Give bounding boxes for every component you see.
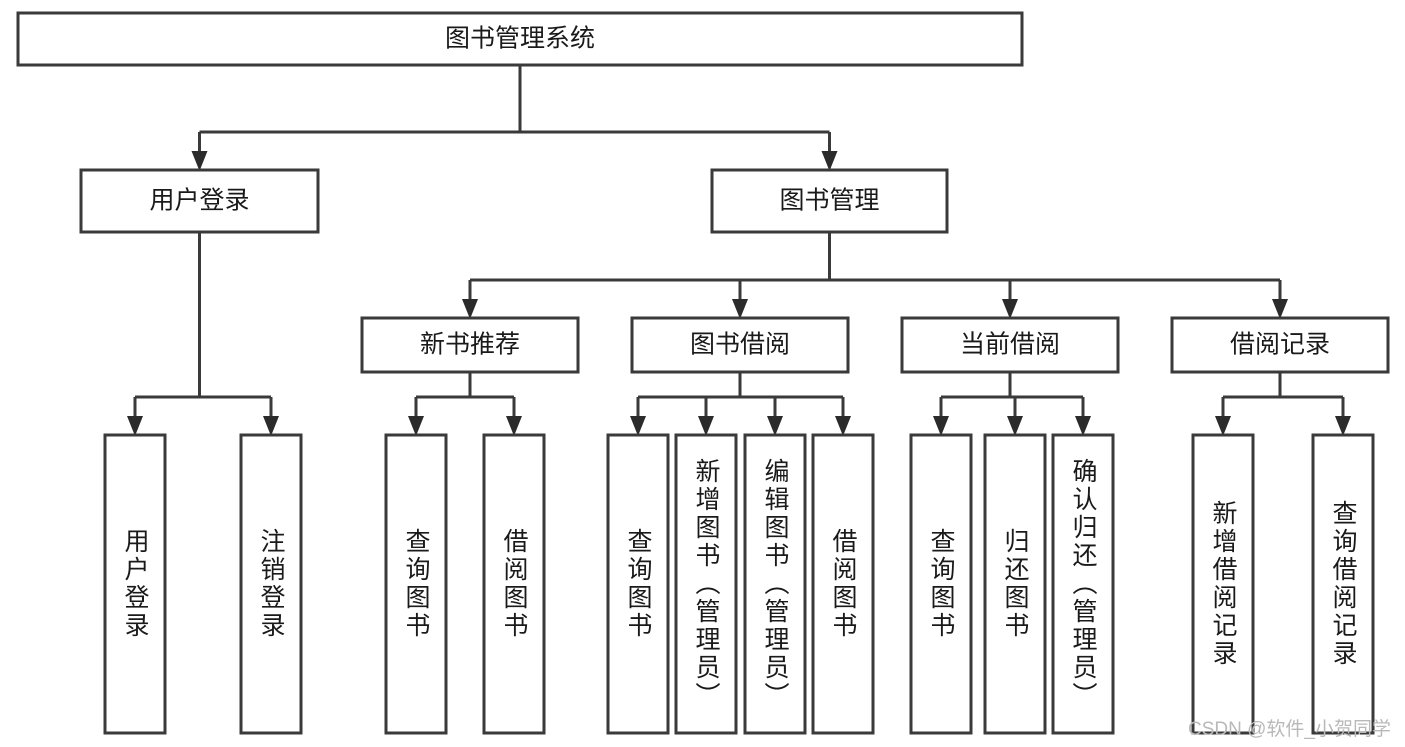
node-leaf-add-borrow-record[interactable]: 新增借阅记录 <box>1191 433 1255 735</box>
node-new-book-recommend[interactable]: 新书推荐 <box>360 316 580 374</box>
node-leaf-borrow-book-recommend[interactable]: 借阅图书 <box>482 433 546 735</box>
node-user-login[interactable]: 用户登录 <box>79 168 320 234</box>
node-leaf-query-book-borrow[interactable]: 查询图书 <box>606 433 670 735</box>
node-label-leaf-add-borrow-record: 新增借阅记录 <box>1209 500 1238 668</box>
node-label-user-login: 用户登录 <box>149 187 249 215</box>
node-box-leaf-add-borrow-record[interactable] <box>1191 433 1255 735</box>
node-box-book-borrow[interactable] <box>630 316 850 374</box>
node-label-leaf-query-book-recommend: 查询图书 <box>402 528 431 640</box>
node-label-leaf-return-book: 归还图书 <box>1001 528 1030 640</box>
node-book-manage[interactable]: 图书管理 <box>710 168 949 234</box>
node-leaf-user-login[interactable]: 用户登录 <box>103 433 167 735</box>
node-label-leaf-logout-login: 注销登录 <box>257 528 286 640</box>
node-leaf-return-book[interactable]: 归还图书 <box>983 433 1047 735</box>
node-box-leaf-borrow-book-recommend[interactable] <box>482 433 546 735</box>
node-leaf-query-borrow-record[interactable]: 查询借阅记录 <box>1311 433 1375 735</box>
node-current-borrow[interactable]: 当前借阅 <box>900 316 1120 374</box>
node-label-leaf-query-book-current: 查询图书 <box>927 528 956 640</box>
node-label-leaf-edit-book-admin: 编辑图书（管理员） <box>761 458 790 710</box>
node-box-leaf-add-book-admin[interactable] <box>674 433 738 735</box>
node-label-leaf-user-login: 用户登录 <box>121 528 150 640</box>
node-box-leaf-query-borrow-record[interactable] <box>1311 433 1375 735</box>
node-label-leaf-borrow-book-recommend: 借阅图书 <box>500 528 529 640</box>
node-layer: 图书管理系统用户登录图书管理新书推荐图书借阅当前借阅借阅记录用户登录注销登录查询… <box>16 11 1390 735</box>
node-label-leaf-query-book-borrow: 查询图书 <box>624 528 653 640</box>
node-leaf-query-book-current[interactable]: 查询图书 <box>909 433 973 735</box>
node-box-leaf-edit-book-admin[interactable] <box>743 433 807 735</box>
node-borrow-record[interactable]: 借阅记录 <box>1170 316 1390 374</box>
node-label-leaf-query-borrow-record: 查询借阅记录 <box>1329 500 1358 668</box>
node-root[interactable]: 图书管理系统 <box>16 11 1024 67</box>
node-label-leaf-confirm-return-admin: 确认归还（管理员） <box>1069 458 1098 710</box>
node-box-borrow-record[interactable] <box>1170 316 1390 374</box>
node-box-leaf-query-book-recommend[interactable] <box>384 433 448 735</box>
node-box-leaf-query-book-borrow[interactable] <box>606 433 670 735</box>
node-box-leaf-user-login[interactable] <box>103 433 167 735</box>
node-box-leaf-logout-login[interactable] <box>239 433 303 735</box>
node-label-new-book-recommend: 新书推荐 <box>420 331 520 359</box>
node-box-root[interactable] <box>16 11 1024 67</box>
node-label-leaf-borrow-book: 借阅图书 <box>829 528 858 640</box>
node-box-leaf-borrow-book[interactable] <box>811 433 875 735</box>
node-box-leaf-return-book[interactable] <box>983 433 1047 735</box>
node-box-new-book-recommend[interactable] <box>360 316 580 374</box>
node-label-leaf-add-book-admin: 新增图书（管理员） <box>692 458 721 710</box>
node-leaf-logout-login[interactable]: 注销登录 <box>239 433 303 735</box>
node-label-current-borrow: 当前借阅 <box>960 331 1060 359</box>
node-label-book-manage: 图书管理 <box>779 187 879 215</box>
node-label-borrow-record: 借阅记录 <box>1230 331 1330 359</box>
connector-layer <box>127 65 1351 436</box>
node-box-leaf-confirm-return-admin[interactable] <box>1051 433 1115 735</box>
node-leaf-borrow-book[interactable]: 借阅图书 <box>811 433 875 735</box>
node-label-book-borrow: 图书借阅 <box>690 331 790 359</box>
node-box-leaf-query-book-current[interactable] <box>909 433 973 735</box>
node-book-borrow[interactable]: 图书借阅 <box>630 316 850 374</box>
node-box-user-login[interactable] <box>79 168 320 234</box>
node-box-book-manage[interactable] <box>710 168 949 234</box>
watermark-text: CSDN @软件_小贺同学 <box>1188 719 1391 740</box>
node-leaf-confirm-return-admin[interactable]: 确认归还（管理员） <box>1051 433 1115 735</box>
node-leaf-add-book-admin[interactable]: 新增图书（管理员） <box>674 433 738 735</box>
node-box-current-borrow[interactable] <box>900 316 1120 374</box>
node-leaf-edit-book-admin[interactable]: 编辑图书（管理员） <box>743 433 807 735</box>
node-label-root: 图书管理系统 <box>445 25 595 53</box>
node-leaf-query-book-recommend[interactable]: 查询图书 <box>384 433 448 735</box>
